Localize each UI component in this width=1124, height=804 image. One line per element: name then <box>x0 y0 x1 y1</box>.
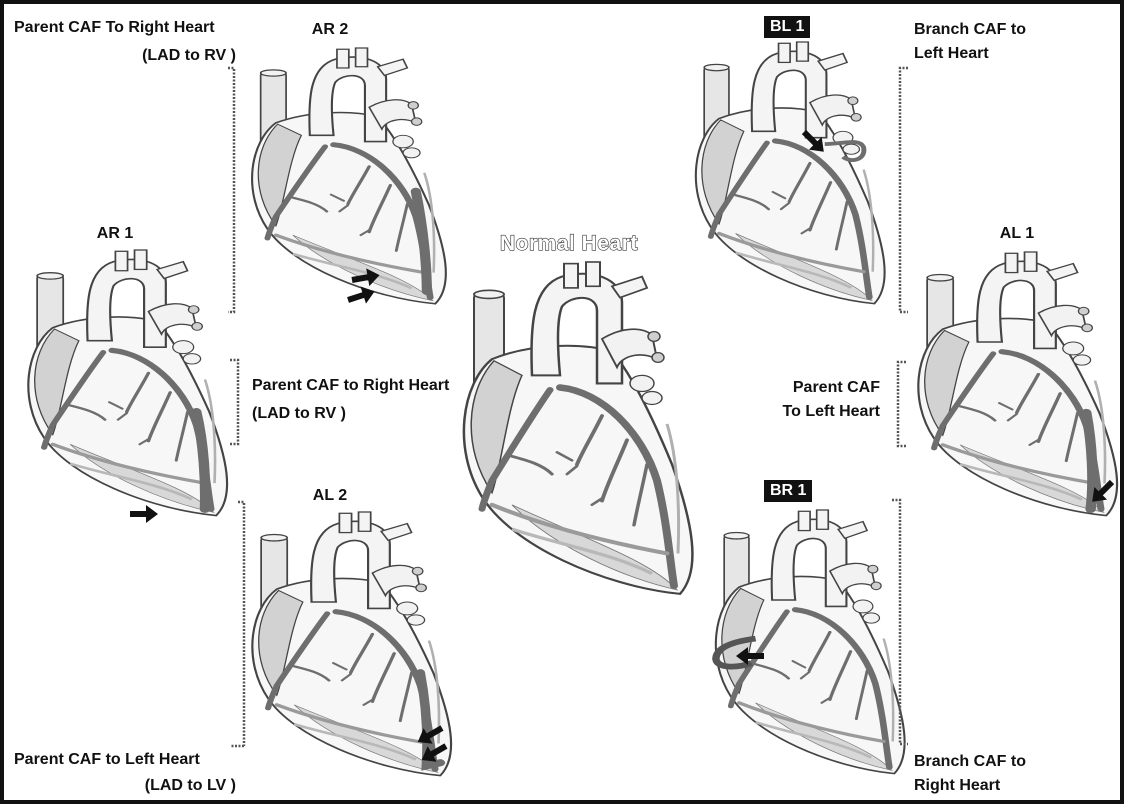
br1-caption-line1: Branch CAF to <box>914 750 1026 774</box>
al1-caption-line2: To Left Heart <box>740 400 880 424</box>
bl1-caption-line2: Left Heart <box>914 42 989 66</box>
ar2-arrow-lower <box>346 286 386 310</box>
ar1-caption-line1: Parent CAF to Right Heart <box>252 374 449 398</box>
al2-title: AL 2 <box>300 484 360 508</box>
ar2-heart-illustration <box>242 48 437 310</box>
ar1-title: AR 1 <box>80 222 150 246</box>
al1-heart-illustration <box>908 252 1108 522</box>
al1-bracket <box>888 360 908 450</box>
al1-arrow <box>1082 478 1118 514</box>
ar2-title: AR 2 <box>300 18 360 42</box>
br1-arrow <box>730 646 770 670</box>
ar1-bracket <box>228 358 248 448</box>
ar1-heart-illustration <box>18 250 218 522</box>
normal-heart-title: Normal Heart <box>500 232 638 256</box>
normal-heart-illustration <box>452 262 682 602</box>
bl1-bracket <box>890 66 910 316</box>
ar1-arrow <box>128 504 168 524</box>
ar2-caption-line2: (LAD to RV ) <box>110 44 236 68</box>
al1-title: AL 1 <box>982 222 1052 246</box>
al2-bracket <box>228 500 248 750</box>
bl1-caption-line1: Branch CAF to <box>914 18 1026 42</box>
bl1-arrow <box>800 128 836 164</box>
al2-arrow-lower <box>416 742 456 772</box>
br1-bracket <box>890 498 910 748</box>
bl1-heart-illustration <box>686 42 876 310</box>
br1-title: BR 1 <box>764 480 812 502</box>
al2-caption-line2: (LAD to LV ) <box>100 774 236 798</box>
al2-caption-line1: Parent CAF to Left Heart <box>14 748 200 772</box>
br1-caption-line2: Right Heart <box>914 774 1000 798</box>
br1-heart-illustration <box>706 510 896 780</box>
ar1-caption-line2: (LAD to RV ) <box>252 402 346 426</box>
bl1-title: BL 1 <box>764 16 810 38</box>
ar2-caption-line1: Parent CAF To Right Heart <box>14 16 215 40</box>
al1-caption-line1: Parent CAF <box>740 376 880 400</box>
